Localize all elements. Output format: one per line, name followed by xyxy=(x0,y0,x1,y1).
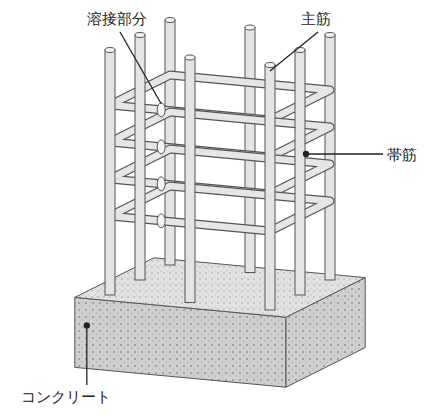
main-bar xyxy=(165,20,175,265)
weld xyxy=(157,103,165,117)
main-bar xyxy=(245,28,255,273)
hoop-label: 帯筋 xyxy=(386,146,418,164)
leader-line xyxy=(270,32,318,71)
concrete-label: コンクリート xyxy=(20,388,112,406)
leader-line xyxy=(306,153,383,154)
bar-end xyxy=(265,63,275,68)
leader-dot xyxy=(304,152,309,157)
bar-end xyxy=(105,48,115,53)
main-bar xyxy=(105,50,115,295)
main-bar xyxy=(325,35,335,280)
main-bar xyxy=(185,58,195,303)
leader-line xyxy=(86,325,87,385)
main-bar-label: 主筋 xyxy=(300,10,332,28)
bar-end xyxy=(185,55,195,60)
weld-label: 溶接部分 xyxy=(86,10,148,28)
bar-end xyxy=(325,33,335,38)
main-bar xyxy=(295,50,305,295)
main-bar xyxy=(265,65,275,310)
weld xyxy=(157,177,165,191)
weld xyxy=(157,140,165,154)
bar-end xyxy=(165,18,175,23)
bar-end xyxy=(245,25,255,30)
weld xyxy=(157,214,165,228)
leader-dot xyxy=(84,323,89,328)
bar-end xyxy=(135,33,145,38)
concrete-top xyxy=(75,258,365,317)
leader-line xyxy=(120,32,161,104)
